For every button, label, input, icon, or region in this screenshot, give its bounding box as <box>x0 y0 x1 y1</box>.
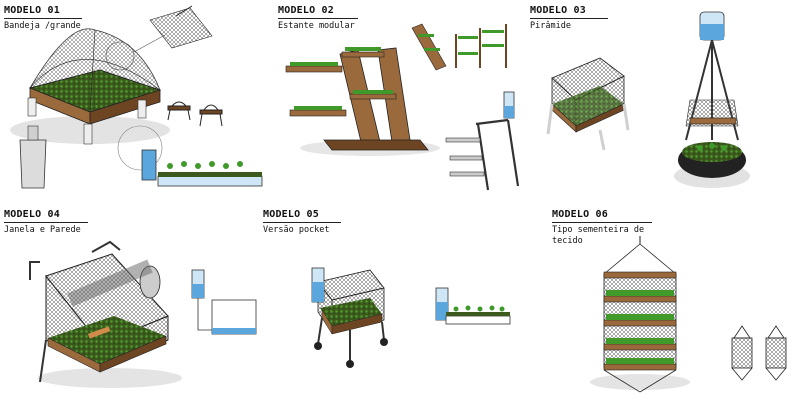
model-03-title: MODELO 03 <box>530 5 586 16</box>
model-06-illustration <box>590 236 787 393</box>
model-04-label: MODELO 04 Janela e Parede <box>4 209 88 236</box>
model-03-illustration <box>546 11 750 188</box>
model-01-illustration <box>10 5 263 189</box>
model-06-subtitle: Tipo sementeira de tecido <box>552 225 645 246</box>
model-03-underline <box>530 18 608 19</box>
model-04-subtitle: Janela e Parede <box>4 225 81 235</box>
model-02-subtitle: Estante modular <box>278 21 355 31</box>
model-04-underline <box>4 222 88 223</box>
model-01-underline <box>4 18 82 19</box>
model-05-underline <box>263 222 341 223</box>
model-01-label: MODELO 01 Bandeja /grande <box>4 5 82 32</box>
model-05-label: MODELO 05 Versão pocket <box>263 209 341 236</box>
model-02-illustration <box>285 23 520 191</box>
model-01-title: MODELO 01 <box>4 5 60 16</box>
model-04-title: MODELO 04 <box>4 209 60 220</box>
model-05-illustration <box>311 267 511 368</box>
model-03-subtitle: Pirâmide <box>530 21 571 31</box>
model-02-title: MODELO 02 <box>278 5 334 16</box>
model-01-subtitle: Bandeja /grande <box>4 21 81 31</box>
model-06-underline <box>552 222 652 223</box>
model-06-title: MODELO 06 <box>552 209 608 220</box>
model-02-label: MODELO 02 Estante modular <box>278 5 358 32</box>
model-05-title: MODELO 05 <box>263 209 319 220</box>
model-06-label: MODELO 06 Tipo sementeira de tecido <box>552 209 652 247</box>
model-05-subtitle: Versão pocket <box>263 225 330 235</box>
model-03-label: MODELO 03 Pirâmide <box>530 5 608 32</box>
model-04-illustration <box>29 240 257 388</box>
model-02-underline <box>278 18 358 19</box>
